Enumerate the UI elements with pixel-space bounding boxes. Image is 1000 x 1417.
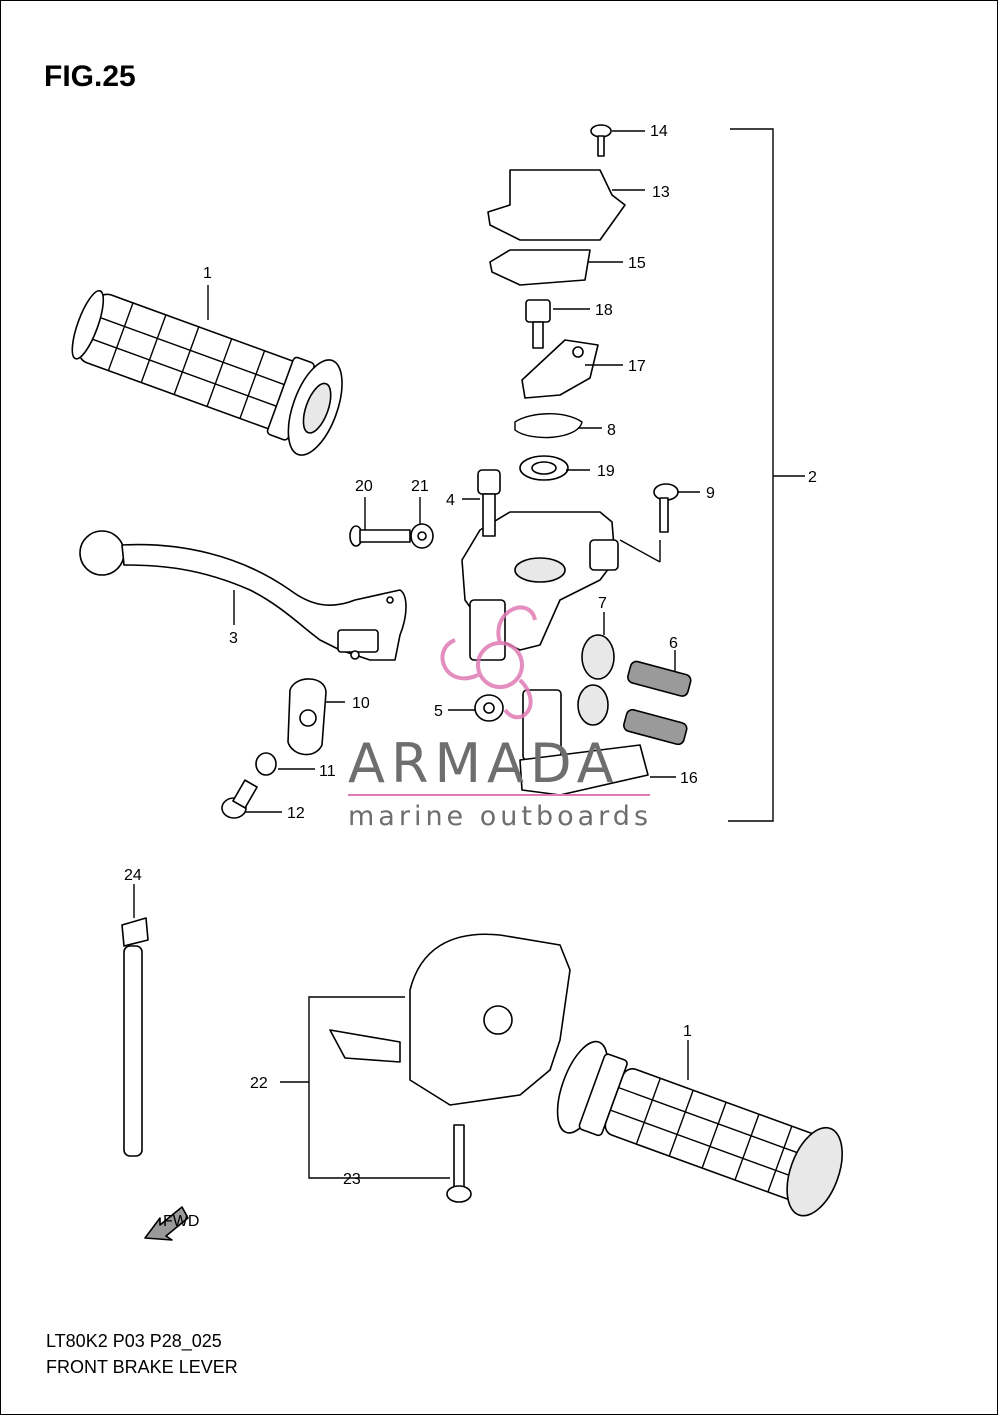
- bolt-12-part[interactable]: [221, 779, 258, 819]
- band-24-part[interactable]: [121, 917, 149, 1157]
- nut-5-part[interactable]: [474, 694, 504, 722]
- label-20: 20: [355, 478, 373, 495]
- figure-title: FIG.25: [44, 60, 136, 93]
- label-9: 9: [706, 485, 715, 502]
- watermark-tagline: marine outboards: [348, 801, 652, 832]
- grip-top[interactable]: [61, 274, 353, 462]
- label-10: 10: [352, 695, 370, 712]
- label-11: 11: [319, 763, 336, 780]
- figure-name: FRONT BRAKE LEVER: [46, 1357, 238, 1377]
- watermark-logo-icon: [440, 605, 537, 720]
- collar-11-part[interactable]: [255, 752, 277, 776]
- screw-20-part[interactable]: [349, 525, 411, 547]
- label-12: 12: [287, 805, 305, 822]
- label-1-top: 1: [203, 265, 212, 282]
- switch-assy-22-part[interactable]: [329, 933, 571, 1106]
- part-labels: 14 13 15 18 17 8 19 9 2 4 20 21 1 3 7 6 …: [124, 123, 817, 1188]
- label-13: 13: [652, 184, 670, 201]
- label-5: 5: [434, 703, 443, 720]
- grip-bottom[interactable]: [547, 1035, 853, 1225]
- label-16: 16: [680, 770, 698, 787]
- screw-23-part[interactable]: [446, 1124, 472, 1203]
- label-14: 14: [650, 123, 668, 140]
- label-17: 17: [628, 358, 646, 375]
- diaphragm-8-part[interactable]: [514, 413, 583, 439]
- bolt-18-part[interactable]: [525, 299, 551, 349]
- label-21: 21: [411, 478, 429, 495]
- stopper-17-part[interactable]: [521, 339, 599, 399]
- clamp-10-part[interactable]: [287, 678, 327, 756]
- label-7: 7: [598, 595, 607, 612]
- screw-9-part[interactable]: [653, 483, 679, 533]
- watermark-name: ARMADA: [348, 732, 620, 795]
- label-1-bottom: 1: [683, 1023, 692, 1040]
- model-code: LT80K2 P03 P28_025: [46, 1331, 222, 1351]
- watermark: ARMADA marine outboards: [348, 605, 652, 832]
- fwd-arrow-icon: FWD: [144, 1206, 199, 1241]
- gasket-15-part[interactable]: [489, 249, 591, 286]
- label-3: 3: [229, 630, 238, 647]
- leader-lines: [133, 128, 805, 1179]
- label-24: 24: [124, 867, 142, 884]
- label-4: 4: [446, 492, 455, 509]
- brake-lever[interactable]: [79, 530, 407, 661]
- label-15: 15: [628, 255, 646, 272]
- ring-19-part[interactable]: [519, 455, 569, 481]
- label-6: 6: [669, 635, 678, 652]
- master-cylinder-body[interactable]: [461, 511, 649, 796]
- screw-14-part[interactable]: [590, 124, 612, 157]
- cap-13-part[interactable]: [487, 169, 626, 241]
- bolt-4-part[interactable]: [477, 469, 501, 537]
- label-19: 19: [597, 463, 615, 480]
- label-8: 8: [607, 422, 616, 439]
- label-2: 2: [808, 469, 817, 486]
- fwd-label: FWD: [163, 1213, 199, 1230]
- label-22: 22: [250, 1075, 268, 1092]
- nut-21-part[interactable]: [410, 523, 434, 549]
- label-23: 23: [343, 1171, 361, 1188]
- label-18: 18: [595, 302, 613, 319]
- washer-7-part[interactable]: [577, 634, 615, 726]
- adjuster-6-part[interactable]: [622, 660, 692, 746]
